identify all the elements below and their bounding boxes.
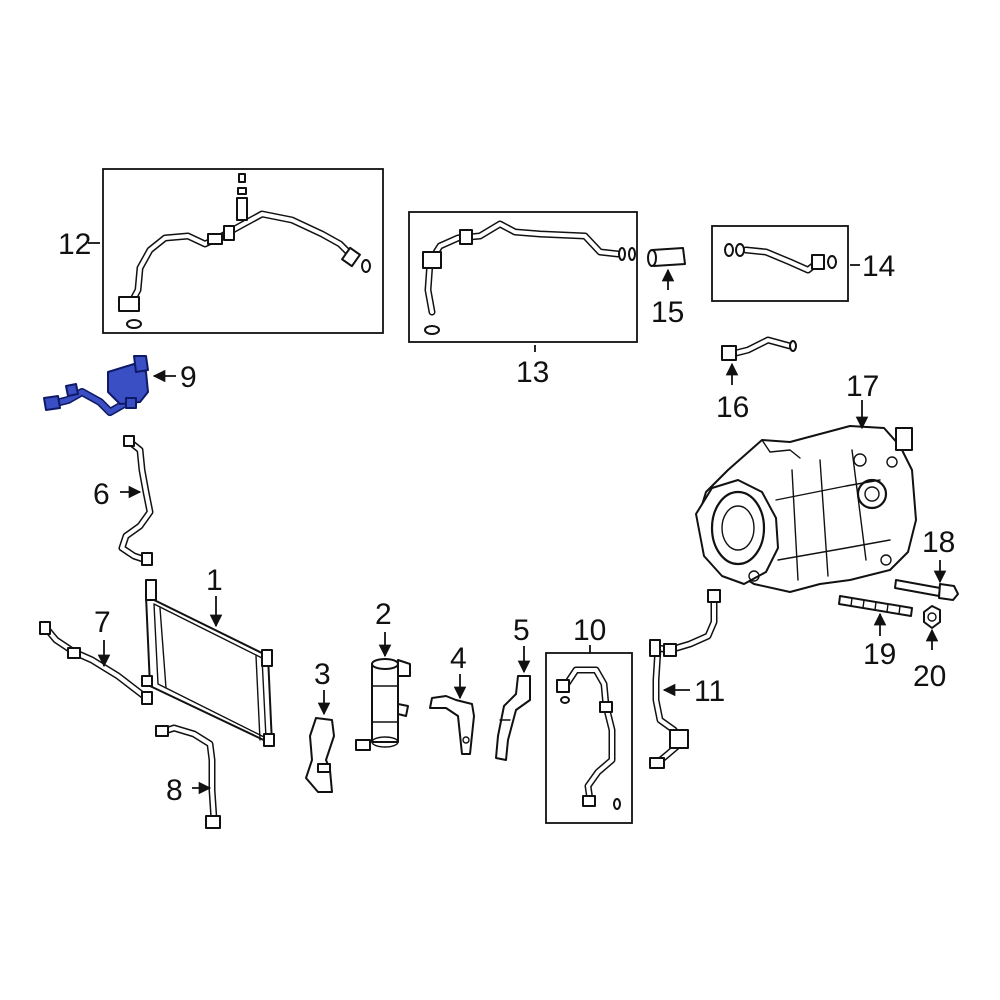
part-16-group[interactable]: 16 (716, 336, 797, 424)
callout-14: 14 (862, 250, 895, 283)
part-17-compressor (695, 425, 917, 593)
part-10-hose (556, 666, 621, 810)
callout-12: 12 (58, 228, 91, 261)
part-8-hose (155, 724, 221, 829)
callout-4: 4 (450, 642, 467, 675)
part-20-nut (923, 605, 941, 629)
part-3-bracket (305, 717, 335, 793)
part-12-box (102, 168, 384, 334)
part-7-group[interactable]: 7 (39, 606, 153, 705)
part-6-hose (118, 435, 154, 566)
callout-11: 11 (694, 675, 725, 708)
callout-13: 13 (516, 356, 549, 389)
callout-18: 18 (922, 526, 955, 559)
part-15-sleeve (647, 247, 686, 267)
part-20-group[interactable]: 20 (913, 605, 946, 693)
callout-3: 3 (314, 658, 331, 691)
callout-10: 10 (573, 614, 606, 647)
part-13-hose (422, 220, 636, 335)
part-4-bracket (429, 695, 475, 755)
part-5-bracket (495, 675, 531, 761)
part-7-hose (39, 621, 153, 705)
part-1-group[interactable]: 1 (141, 564, 275, 747)
part-2-group[interactable]: 2 (355, 598, 411, 751)
part-11-group[interactable]: 11 (649, 589, 725, 769)
part-13-box (408, 211, 638, 343)
part-9-group[interactable]: 9 (43, 355, 197, 416)
part-18-bolt (894, 579, 959, 601)
callout-15: 15 (651, 296, 684, 329)
part-18-group[interactable]: 18 (894, 526, 959, 601)
part-11-hose (649, 589, 721, 769)
part-15-group[interactable]: 15 (647, 247, 686, 329)
callout-6: 6 (93, 478, 110, 511)
callout-19: 19 (863, 638, 896, 671)
part-10-box (545, 652, 633, 824)
part-19-stud (838, 595, 913, 617)
part-14-group[interactable]: 14 (711, 225, 895, 302)
callout-1: 1 (206, 564, 223, 597)
part-13-group[interactable]: 13 (408, 211, 638, 389)
part-16-pipe (721, 336, 797, 361)
part-8-group[interactable]: 8 (155, 724, 221, 829)
callout-2: 2 (375, 598, 392, 631)
part-9-highlighted-hose (43, 355, 149, 416)
part-6-group[interactable]: 6 (93, 435, 154, 566)
part-19-group[interactable]: 19 (838, 595, 913, 671)
callout-5: 5 (513, 614, 530, 647)
part-3-group[interactable]: 3 (305, 658, 335, 793)
callout-17: 17 (846, 370, 879, 403)
callout-20: 20 (913, 660, 946, 693)
part-2-drier (355, 658, 411, 751)
part-1-condenser (141, 579, 275, 747)
part-12-group[interactable]: 12 (58, 168, 384, 334)
part-17-group[interactable]: 17 (695, 370, 917, 593)
part-12-hose (118, 173, 371, 329)
part-14-box (711, 225, 849, 302)
callout-16: 16 (716, 391, 749, 424)
callout-9: 9 (180, 361, 197, 394)
callout-7: 7 (94, 606, 111, 639)
part-14-pipe (724, 243, 837, 274)
part-10-group[interactable]: 10 (545, 614, 633, 824)
callout-8: 8 (166, 774, 183, 807)
part-4-group[interactable]: 4 (429, 642, 475, 755)
part-5-group[interactable]: 5 (495, 614, 531, 761)
